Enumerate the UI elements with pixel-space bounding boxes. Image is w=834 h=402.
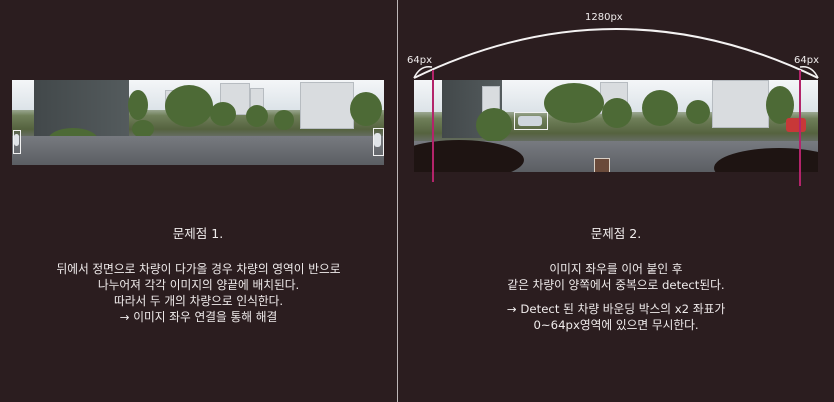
right-64px-marker bbox=[799, 70, 801, 186]
right-panorama-image bbox=[414, 80, 818, 172]
left-panorama-image bbox=[12, 80, 384, 165]
right-panel-description: 이미지 좌우를 이어 붙인 후 같은 차량이 양쪽에서 중복으로 detect된… bbox=[414, 261, 818, 333]
left-desc-line-1: 뒤에서 정면으로 차량이 다가올 경우 차량의 영역이 반으로 bbox=[56, 262, 341, 276]
width-arc bbox=[413, 28, 819, 79]
right-desc-line-1: 이미지 좌우를 이어 붙인 후 bbox=[549, 262, 683, 276]
left-64px-marker bbox=[432, 70, 434, 182]
right-panel-title: 문제점 2. bbox=[590, 226, 642, 241]
right-margin-label: 64px bbox=[794, 55, 819, 66]
right-desc-line-4: 0~64px영역에 있으면 무시한다. bbox=[533, 318, 699, 332]
left-panel-title: 문제점 1. bbox=[172, 226, 224, 241]
duplicate-detection-box bbox=[786, 118, 806, 132]
bounding-box-car bbox=[514, 112, 548, 130]
vertical-divider bbox=[397, 0, 398, 402]
left-desc-line-4: → 이미지 좌우 연결을 통해 해결 bbox=[119, 310, 278, 324]
bounding-box-right-half bbox=[373, 128, 384, 156]
left-desc-line-2: 나누어져 각각 이미지의 양끝에 배치된다. bbox=[97, 278, 300, 292]
right-desc-line-2: 같은 차량이 양쪽에서 중복으로 detect된다. bbox=[507, 278, 725, 292]
bounding-box-left-half bbox=[13, 130, 21, 154]
width-label: 1280px bbox=[585, 12, 623, 23]
left-margin-label: 64px bbox=[407, 55, 432, 66]
left-desc-line-3: 따라서 두 개의 차량으로 인식한다. bbox=[113, 294, 284, 308]
right-desc-line-3: → Detect 된 차량 바운딩 박스의 x2 좌표가 bbox=[506, 302, 726, 316]
left-panel-description: 뒤에서 정면으로 차량이 다가올 경우 차량의 영역이 반으로 나누어져 각각 … bbox=[0, 261, 397, 325]
